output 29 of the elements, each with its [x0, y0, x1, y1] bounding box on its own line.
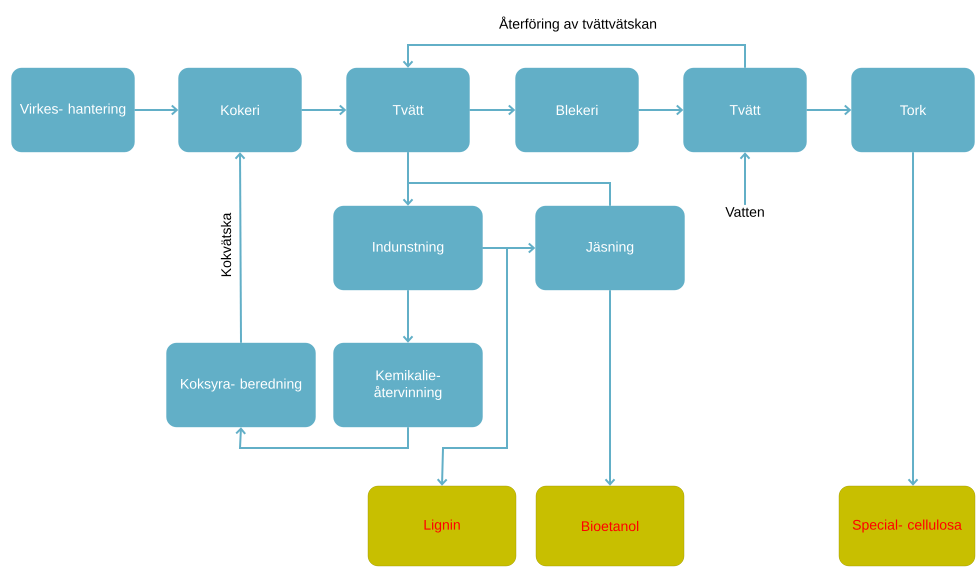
arrow	[134, 104, 178, 116]
process-box: Tvätt	[346, 68, 470, 152]
process-box: Virkes- hantering	[11, 68, 135, 152]
process-box: Kemikalie- återvinning	[333, 342, 483, 428]
process-box: Tvätt	[683, 68, 807, 152]
process-box: Jäsning	[535, 206, 685, 290]
arrow	[806, 104, 852, 116]
process-box: Koksyra- beredning	[166, 342, 316, 428]
input-label: Vatten	[725, 207, 764, 217]
process-box: Indunstning	[333, 206, 483, 290]
arrow	[436, 247, 508, 486]
edge-label: Återföring av tvättvätskan	[498, 15, 658, 33]
product-box: Lignin	[368, 486, 516, 566]
process-box: Kokeri	[178, 68, 302, 152]
arrow	[604, 290, 616, 486]
edge-label: Kokvätska	[220, 212, 232, 278]
arrow	[740, 152, 750, 205]
arrow	[908, 152, 918, 486]
process-box: Tork	[851, 68, 975, 152]
arrow	[234, 152, 246, 343]
product-box: Special- cellulosa	[838, 486, 976, 566]
process-box: Blekeri	[515, 68, 639, 152]
arrow	[302, 104, 346, 116]
arrow	[638, 104, 684, 116]
arrow	[402, 44, 746, 68]
arrow	[235, 427, 409, 449]
product-box: Bioetanol	[536, 486, 684, 566]
arrow	[402, 290, 414, 343]
arrow	[470, 104, 516, 116]
